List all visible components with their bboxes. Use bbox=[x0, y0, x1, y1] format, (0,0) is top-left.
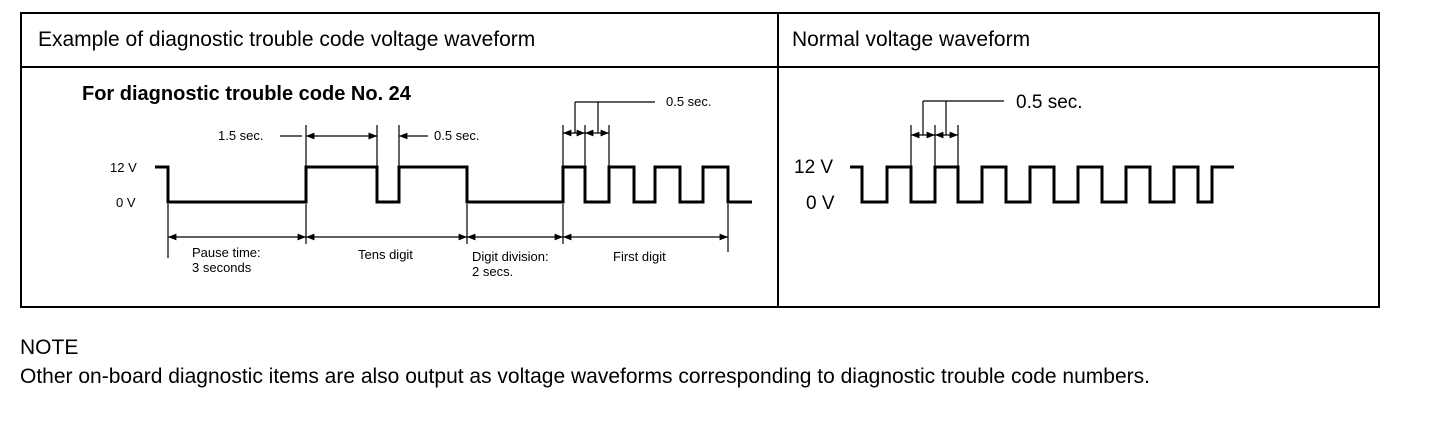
right-level-low-label: 0 V bbox=[806, 193, 835, 214]
left-1-5-sec-label: 1.5 sec. bbox=[218, 128, 264, 143]
left-lower-dimensions bbox=[167, 204, 729, 258]
note-body: Other on-board diagnostic items are also… bbox=[20, 365, 1150, 388]
left-0-5-sec-mid-label: 0.5 sec. bbox=[434, 128, 480, 143]
note-title: NOTE bbox=[20, 336, 79, 359]
right-dim-0-5-sec: 0.5 sec. bbox=[910, 92, 1083, 166]
pause-duration-label: 3 seconds bbox=[192, 260, 252, 275]
left-dim-0-5-sec-top: 0.5 sec. bbox=[562, 94, 712, 166]
right-0-5-sec-label: 0.5 sec. bbox=[1016, 92, 1083, 113]
right-level-high-label: 12 V bbox=[794, 157, 833, 178]
left-0-5-sec-top-label: 0.5 sec. bbox=[666, 94, 712, 109]
digit-division-label: Digit division: bbox=[472, 249, 549, 264]
left-waveform bbox=[155, 165, 752, 204]
first-digit-label: First digit bbox=[613, 249, 666, 264]
left-dim-0-5-sec-mid: 0.5 sec. bbox=[368, 125, 480, 166]
table-header-divider bbox=[22, 66, 1378, 68]
left-level-high-label: 12 V bbox=[110, 160, 137, 175]
left-column-header: Example of diagnostic trouble code volta… bbox=[38, 28, 536, 51]
left-dim-1-5-sec: 1.5 sec. bbox=[218, 125, 377, 166]
right-column-header: Normal voltage waveform bbox=[792, 28, 1031, 51]
tens-digit-label: Tens digit bbox=[358, 247, 413, 262]
waveform-table: Example of diagnostic trouble code volta… bbox=[20, 12, 1380, 308]
right-waveform bbox=[850, 165, 1234, 204]
pause-time-label: Pause time: bbox=[192, 245, 261, 260]
left-diagram-title: For diagnostic trouble code No. 24 bbox=[82, 83, 412, 105]
digit-division-duration-label: 2 secs. bbox=[472, 264, 513, 279]
left-level-low-label: 0 V bbox=[116, 195, 136, 210]
table-column-divider bbox=[777, 14, 779, 306]
